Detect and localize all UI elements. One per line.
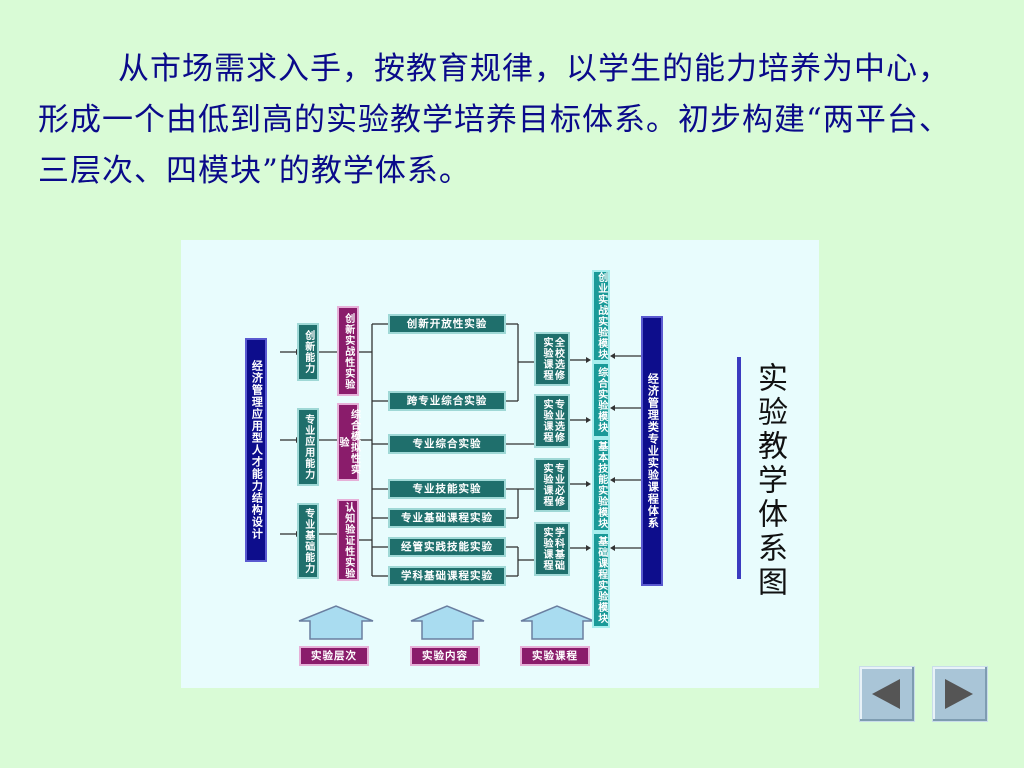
content-box: 学科基础课程实验 [388,566,506,586]
course-box: 全校选修实验课程 [534,332,570,386]
module-segment: 基础课程实验模块 [592,532,610,628]
course-box: 专业必修实验课程 [534,458,570,512]
module-segment: 创业实战实验模块 [592,270,610,362]
ability-box-innovation: 创新能力 [297,323,319,381]
content-box: 创新开放性实验 [388,314,506,334]
course-box: 学科基础实验课程 [534,522,570,576]
module-segment: 基本技能实验模块 [592,438,610,532]
diagram-panel [181,240,819,688]
ability-box-basic: 专业基础能力 [297,503,319,579]
left-arrow-icon [872,679,900,709]
intro-paragraph: 从市场需求入手，按教育规律，以学生的能力培养为中心，形成一个由低到高的实验教学培… [38,51,951,189]
next-slide-button[interactable] [932,666,988,722]
content-box: 经管实践技能实验 [388,537,506,557]
level-box-innovation: 创新实战性实验 [337,306,359,396]
ability-box-applied: 专业应用能力 [297,408,319,486]
diagram-title: 实验教学体系图 [752,362,787,600]
right-arrow-icon [945,679,973,709]
content-box: 专业综合实验 [388,434,506,454]
content-box: 专业技能实验 [388,479,506,499]
content-box: 跨专业综合实验 [388,391,506,411]
goal-box-left: 经济管理应用型人才能力结构设计 [245,338,267,562]
bottom-label: 实验内容 [410,646,480,666]
content-box: 专业基础课程实验 [388,508,506,528]
system-box-right: 经济管理类专业实验课程体系 [641,316,663,586]
level-box-validation: 认知验证性实验 [337,499,359,581]
level-box-simulation: 综合模拟性实验 [337,403,360,481]
module-segment: 综合实验模块 [592,362,610,438]
course-box: 专业选修实验课程 [534,394,570,448]
bottom-label: 实验层次 [299,646,369,666]
title-bar [737,357,741,579]
bottom-label: 实验课程 [520,646,590,666]
prev-slide-button[interactable] [859,666,915,722]
